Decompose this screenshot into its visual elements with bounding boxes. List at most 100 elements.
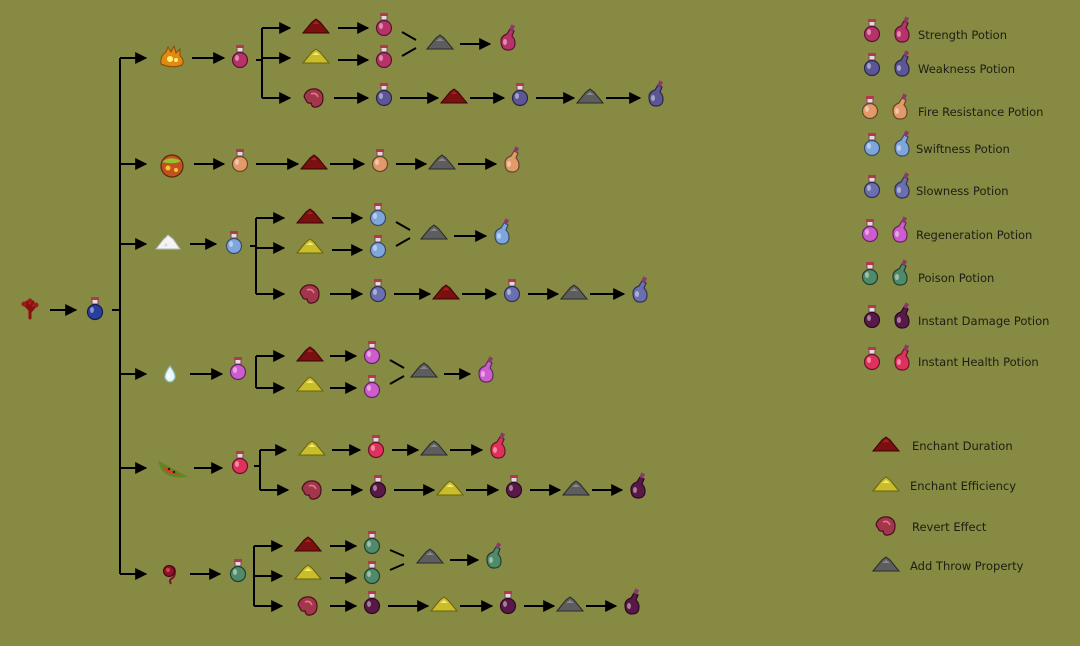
gunpowder-icon [575, 88, 605, 104]
splash-poison-potion-icon [892, 259, 908, 286]
poison-potion-icon [861, 262, 879, 286]
fermented-spider-eye-icon [301, 480, 322, 500]
regeneration-potion-icon [363, 341, 381, 365]
splash-instant-health-potion-icon [490, 432, 506, 459]
legend-label-fire-resistance: Fire Resistance Potion [918, 105, 1044, 119]
awkward-potion-icon [86, 297, 104, 321]
spider-eye-icon [163, 565, 177, 585]
instant-health-potion-icon [863, 347, 881, 371]
legend-label-weakness: Weakness Potion [918, 62, 1016, 76]
glistering-melon-icon [160, 154, 184, 178]
splash-regeneration-potion-icon [478, 356, 494, 383]
redstone-icon [301, 18, 331, 34]
glowstone-icon [295, 238, 325, 254]
weakness-potion-icon [375, 83, 393, 107]
fermented-spider-eye-icon [299, 284, 320, 304]
redstone-icon [295, 208, 325, 224]
splash-instant-health-potion-icon [894, 344, 910, 371]
gunpowder-icon [425, 34, 455, 50]
splash-swiftness-potion-icon [894, 130, 910, 157]
gunpowder-icon [561, 480, 591, 496]
swiftness-potion-icon [369, 235, 387, 259]
legend-label-add-throw-property: Add Throw Property [910, 559, 1024, 573]
glowstone-icon [297, 440, 327, 456]
splash-poison-potion-icon [486, 542, 502, 569]
fermented-spider-eye-icon [303, 88, 324, 108]
regeneration-potion-icon [861, 219, 879, 243]
merge-connector [401, 31, 417, 57]
slowness-potion-icon [369, 279, 387, 303]
splash-weakness-potion-icon [894, 50, 910, 77]
splash-fire-resistance-potion-icon [504, 146, 520, 173]
sugar-icon [154, 234, 181, 250]
gunpowder-icon [427, 154, 457, 170]
legend-label-enchant-efficiency: Enchant Efficiency [910, 479, 1017, 493]
redstone-icon [431, 284, 461, 300]
gunpowder-icon [419, 440, 449, 456]
swiftness-potion-icon [225, 231, 243, 255]
poison-potion-icon [229, 559, 247, 583]
splash-regeneration-potion-icon [892, 216, 908, 243]
glowstone-icon [429, 596, 459, 612]
instant-health-potion-icon [231, 451, 249, 475]
weakness-potion-icon [863, 53, 881, 77]
glowstone-icon [301, 48, 331, 64]
fermented-spider-eye-icon [875, 516, 896, 536]
swiftness-potion-icon [369, 203, 387, 227]
splash-instant-damage-potion-icon [630, 472, 646, 499]
instant-damage-potion-icon [499, 591, 517, 615]
legend-label-poison: Poison Potion [918, 271, 995, 285]
instant-damage-potion-icon [863, 305, 881, 329]
poison-potion-icon [363, 531, 381, 555]
instant-damage-potion-icon [363, 591, 381, 615]
ghast-tear-icon [164, 364, 176, 383]
instant-health-potion-icon [367, 435, 385, 459]
redstone-icon [871, 436, 901, 452]
fermented-spider-eye-icon [297, 596, 318, 616]
slowness-potion-icon [863, 175, 881, 199]
redstone-icon [299, 154, 329, 170]
poison-potion-icon [363, 561, 381, 585]
strength-potion-icon [375, 45, 393, 69]
legend-label-regeneration: Regeneration Potion [916, 228, 1033, 242]
blaze-powder-icon [160, 44, 184, 68]
nether-wart-icon [21, 298, 39, 320]
merge-connector [389, 549, 405, 571]
strength-potion-icon [231, 45, 249, 69]
gunpowder-icon [409, 362, 439, 378]
splash-swiftness-potion-icon [494, 218, 510, 245]
swiftness-potion-icon [863, 133, 881, 157]
splash-fire-resistance-potion-icon [892, 93, 908, 120]
gunpowder-icon [559, 284, 589, 300]
splash-strength-potion-icon [500, 24, 516, 51]
redstone-icon [293, 536, 323, 552]
splash-slowness-potion-icon [894, 172, 910, 199]
splash-strength-potion-icon [894, 16, 910, 43]
redstone-icon [295, 346, 325, 362]
fire-resistance-potion-icon [861, 96, 879, 120]
legend-label-instant-health: Instant Health Potion [918, 355, 1039, 369]
legend-label-instant-damage: Instant Damage Potion [918, 314, 1050, 328]
legend-label-strength: Strength Potion [918, 28, 1007, 42]
gunpowder-icon [555, 596, 585, 612]
strength-potion-icon [375, 13, 393, 37]
gunpowder-icon [871, 556, 901, 572]
fire-resistance-potion-icon [231, 149, 249, 173]
glowstone-icon [295, 376, 325, 392]
glowstone-icon [293, 564, 323, 580]
fire-resistance-potion-icon [371, 149, 389, 173]
strength-potion-icon [863, 19, 881, 43]
redstone-icon [439, 88, 469, 104]
splash-weakness-potion-icon [648, 80, 664, 107]
merge-connector [389, 359, 405, 385]
legend-label-revert-effect: Revert Effect [912, 520, 987, 534]
weakness-potion-icon [511, 83, 529, 107]
regeneration-potion-icon [363, 375, 381, 399]
gunpowder-icon [415, 548, 445, 564]
glowstone-icon [435, 480, 465, 496]
instant-damage-potion-icon [505, 475, 523, 499]
legend-label-swiftness: Swiftness Potion [916, 142, 1010, 156]
legend-label-slowness: Slowness Potion [916, 184, 1009, 198]
splash-slowness-potion-icon [632, 276, 648, 303]
